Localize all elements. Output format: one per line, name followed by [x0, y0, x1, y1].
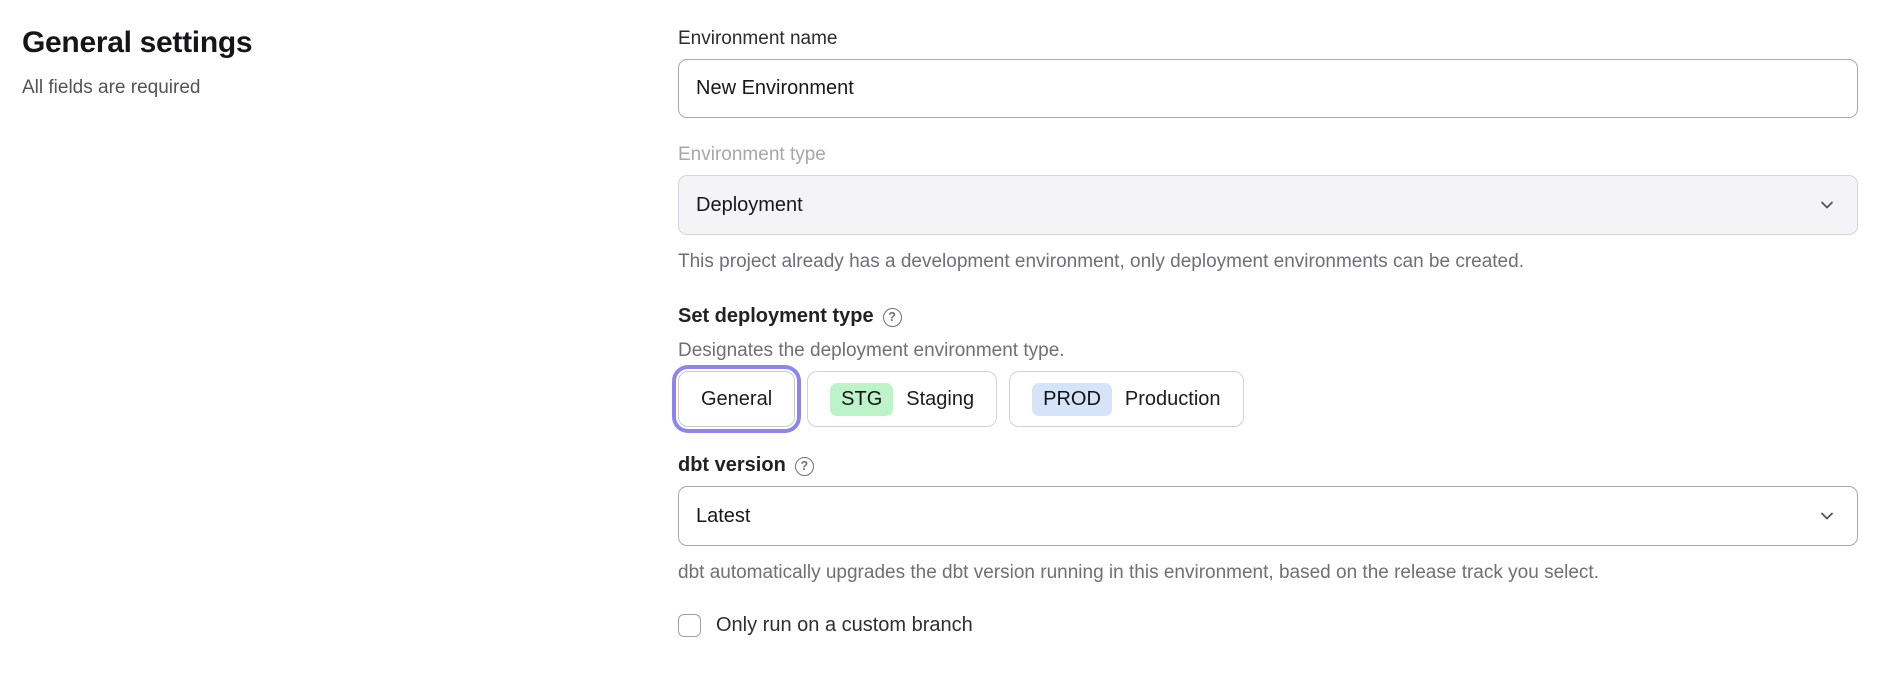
dbt-version-value: Latest [696, 504, 751, 527]
prod-badge: PROD [1032, 382, 1112, 416]
environment-name-input[interactable] [678, 59, 1858, 118]
staging-button-label: Staging [906, 387, 975, 410]
settings-header: General settings All fields are required [22, 26, 582, 99]
deployment-type-section-head: Set deployment type ? [678, 305, 1858, 328]
page-subtitle: All fields are required [22, 77, 201, 98]
environment-name-label: Environment name [678, 28, 838, 49]
environment-type-value: Deployment [696, 193, 803, 216]
help-icon[interactable]: ? [882, 307, 902, 327]
chevron-down-icon [1818, 507, 1836, 525]
chevron-down-icon [1818, 196, 1836, 214]
environment-type-select: Deployment [678, 175, 1858, 235]
deployment-type-staging-button[interactable]: STG Staging [807, 371, 998, 427]
dbt-version-section-head: dbt version ? [678, 454, 1858, 477]
deployment-type-label: Set deployment type [678, 305, 874, 327]
help-icon[interactable]: ? [794, 456, 814, 476]
settings-form: Environment name Environment type Deploy… [678, 28, 1858, 637]
custom-branch-label: Only run on a custom branch [716, 614, 973, 636]
dbt-version-select[interactable]: Latest [678, 486, 1858, 546]
deployment-type-helper: Designates the deployment environment ty… [678, 340, 1065, 361]
custom-branch-row: Only run on a custom branch [678, 614, 1858, 637]
deployment-type-options: General STG Staging PROD Production [678, 371, 1858, 427]
deployment-type-production-button[interactable]: PROD Production [1009, 371, 1244, 427]
dbt-version-label: dbt version [678, 454, 786, 476]
production-button-label: Production [1124, 387, 1221, 410]
environment-type-label: Environment type [678, 144, 826, 165]
stg-badge: STG [830, 382, 894, 416]
general-button-label: General [701, 387, 773, 410]
environment-type-helper: This project already has a development e… [678, 251, 1524, 272]
page-title: General settings [22, 26, 253, 59]
dbt-version-helper: dbt automatically upgrades the dbt versi… [678, 562, 1599, 583]
deployment-type-general-button[interactable]: General [678, 371, 796, 427]
custom-branch-checkbox[interactable] [678, 614, 701, 637]
